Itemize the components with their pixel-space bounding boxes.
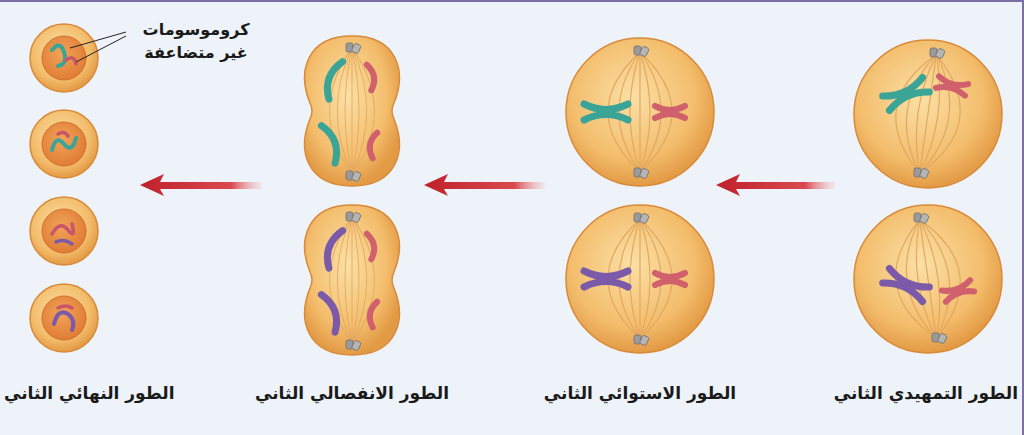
- phase-label: الطور النهائي الثاني: [4, 383, 175, 403]
- metaphase-cell: [566, 205, 714, 353]
- telophase-cells: [30, 24, 98, 352]
- prophase-cell: [854, 40, 1002, 188]
- callout-label: كروموسومات غير متضاعفة: [136, 18, 256, 64]
- phase-label: الطور التمهيدي الثاني: [834, 383, 1018, 403]
- anaphase-cell: [305, 36, 400, 186]
- prophase-cell: [854, 205, 1002, 353]
- phase-label: الطور الانفصالي الثاني: [255, 383, 449, 403]
- phase-label: الطور الاستوائي الثاني: [544, 383, 736, 403]
- metaphase-cell: [566, 38, 714, 186]
- anaphase-cell: [305, 205, 400, 355]
- leader-line: [70, 32, 126, 62]
- process-arrow: [140, 174, 835, 196]
